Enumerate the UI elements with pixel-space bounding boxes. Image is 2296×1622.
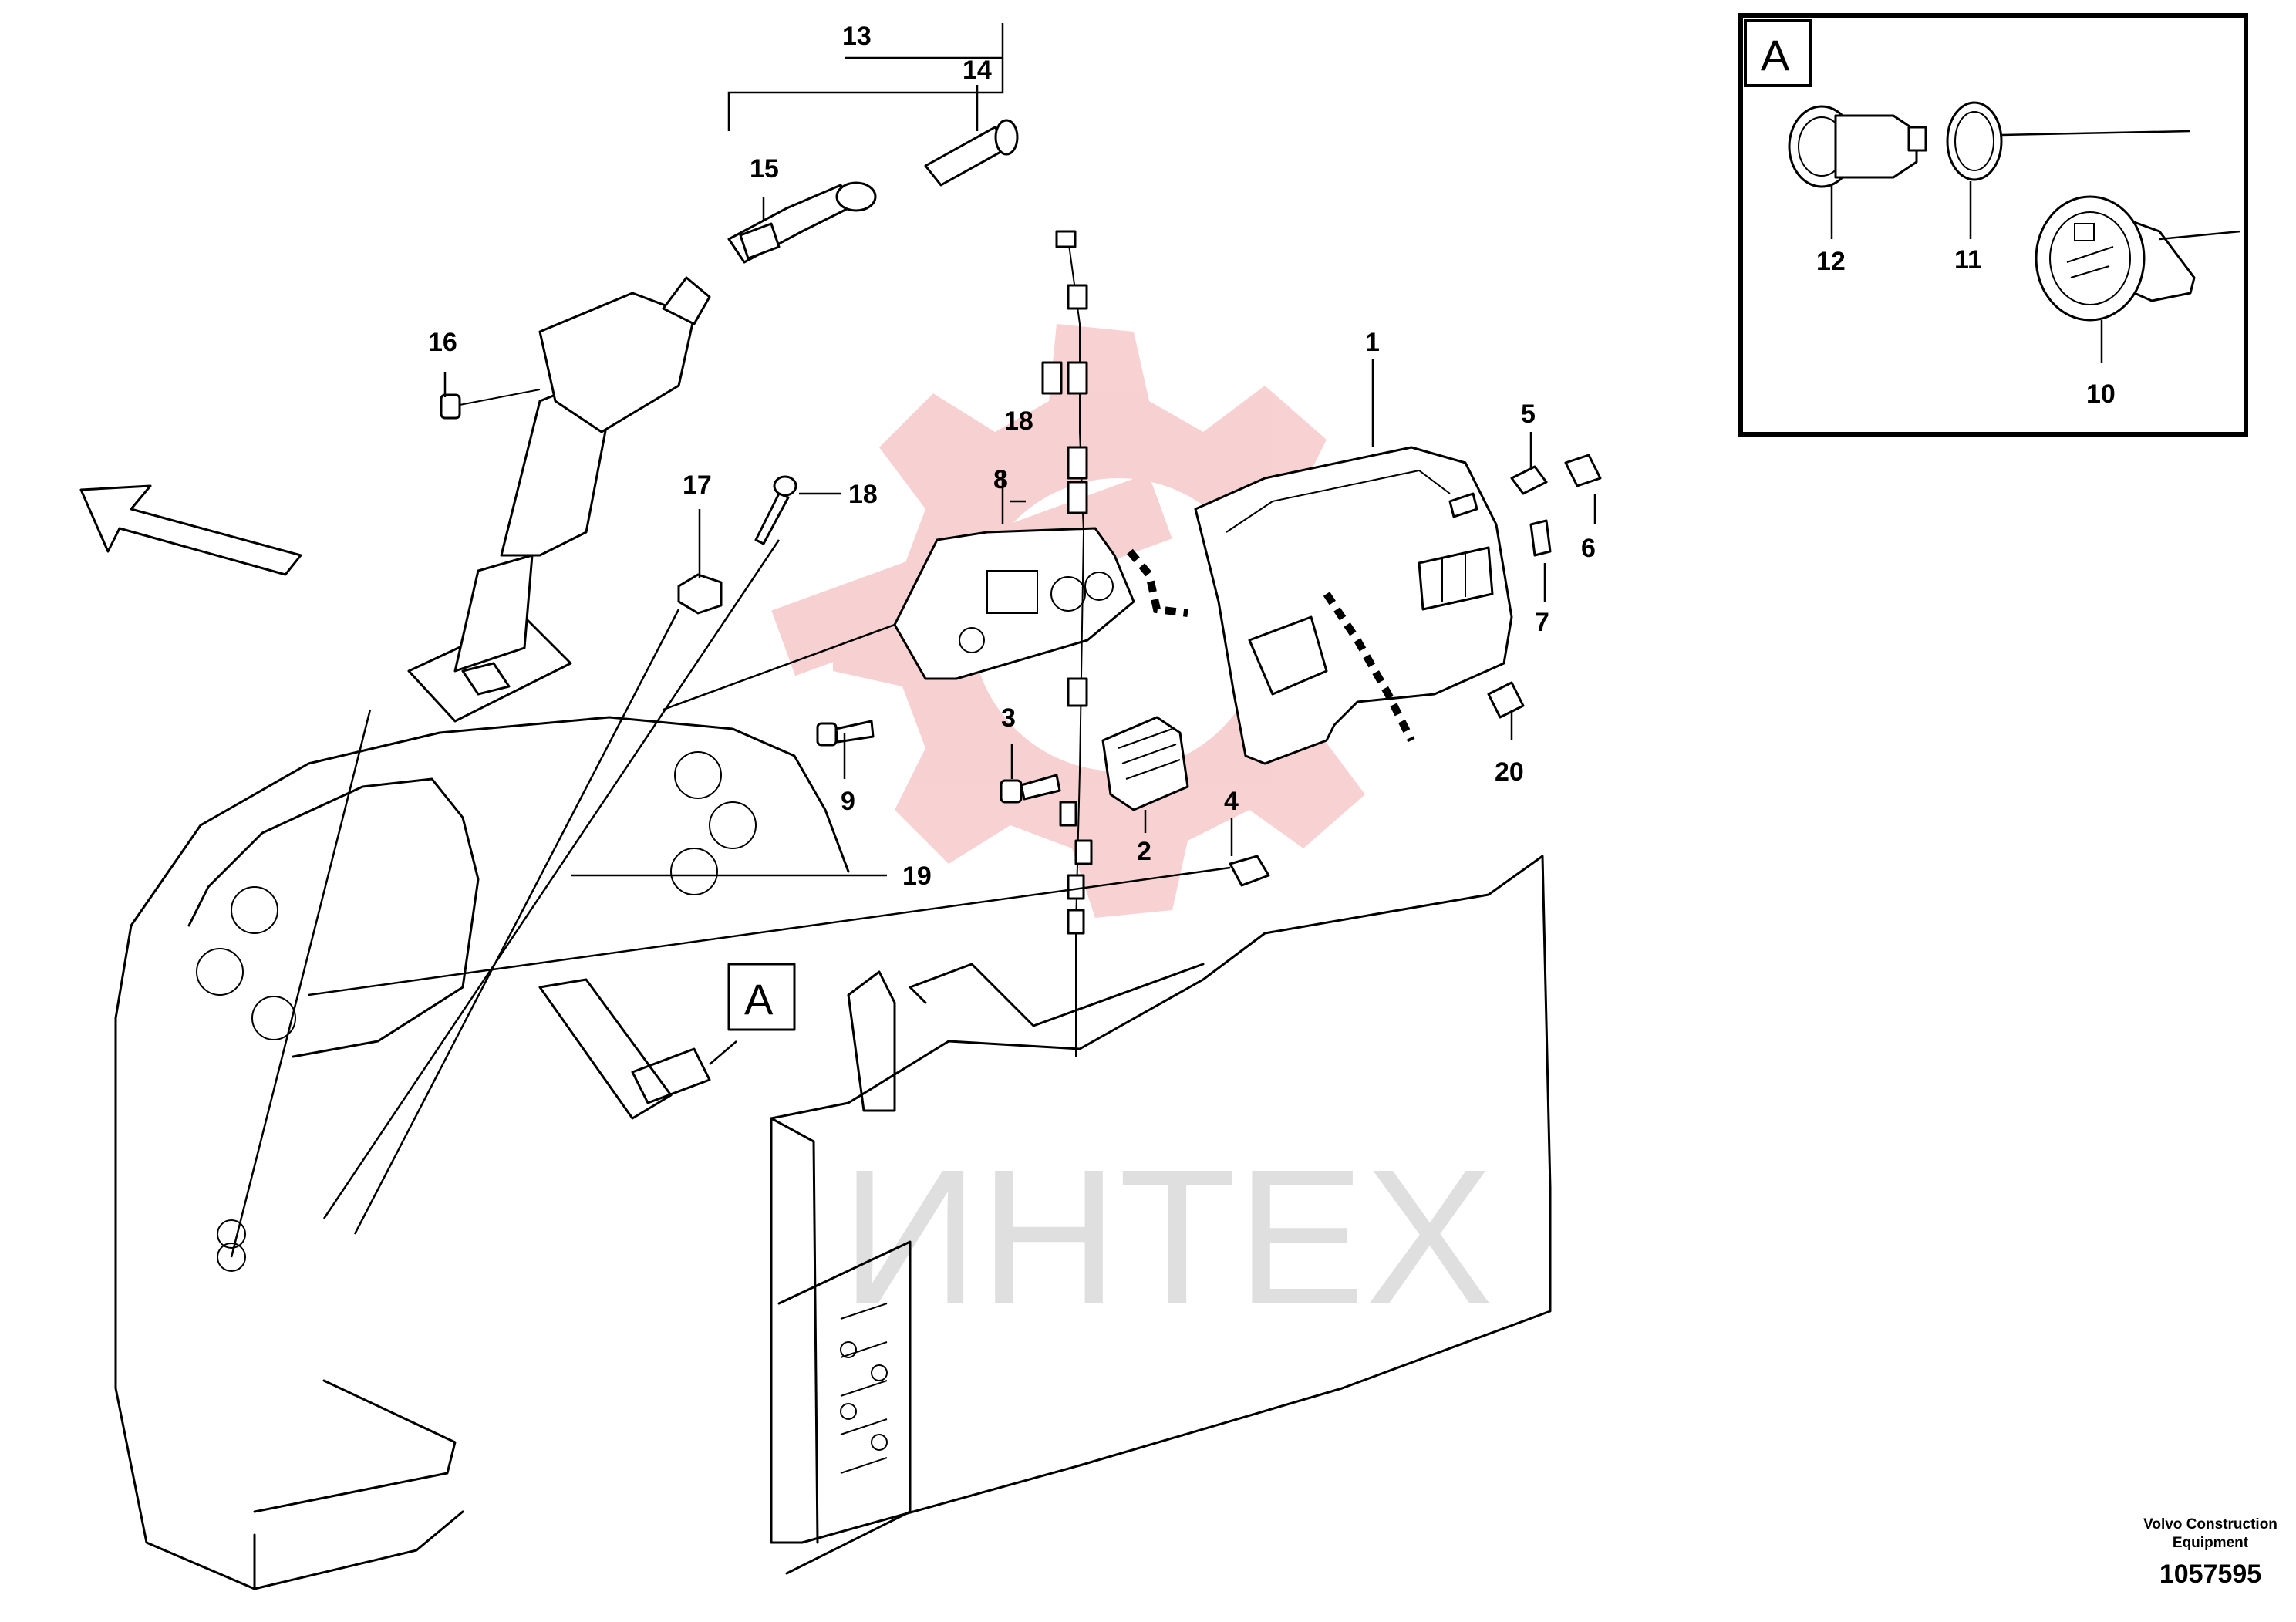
detail-marker: A [727,963,796,1031]
connector-4 [1229,855,1270,887]
callout-15: 15 [750,154,779,184]
callout-20: 20 [1495,757,1524,787]
screw-16 [440,389,541,420]
gauge-10 [2035,195,2241,363]
detail-view-a: A 12 11 10 [1738,13,2248,437]
brand-line-2: Equipment [2173,1535,2249,1551]
leader-lines [230,23,1596,1258]
callout-18-left: 18 [848,480,878,509]
ring-11 [1946,101,2191,239]
callout-13: 13 [842,22,872,51]
callout-19: 19 [902,862,932,891]
callout-6: 6 [1581,534,1596,563]
footer-branding: Volvo Construction Equipment 1057595 [2143,1516,2277,1589]
clip-17 [677,573,723,615]
callout-18-right: 18 [1004,406,1033,436]
callout-9: 9 [841,787,855,816]
cab-structure [114,716,1552,1590]
brand-line-1: Volvo Construction [2143,1516,2277,1533]
callout-8: 8 [993,465,1008,494]
instrument-cluster [893,527,1135,680]
dashed-wire [1127,548,1188,617]
steering-column [407,276,711,723]
screw-3 [1000,774,1061,804]
callout-2: 2 [1137,837,1151,866]
callout-1: 1 [1365,328,1380,357]
direction-arrow-icon [79,484,302,576]
switch-parts [1487,454,1602,719]
keypad [1101,716,1189,811]
dashed-wire-2 [1323,592,1415,743]
callout-16: 16 [428,328,457,357]
callout-5: 5 [1521,400,1536,429]
watermark-text: ИНТЕХ [841,1129,1493,1344]
callout-12: 12 [1816,247,1846,276]
callout-10: 10 [2086,379,2116,409]
callouts: 13 14 15 16 17 18 18 8 1 5 6 7 20 3 9 2 … [428,22,1596,891]
screw-18 [754,475,797,545]
socket-12 [1788,105,1927,239]
callout-11: 11 [1954,245,1982,275]
callout-7: 7 [1535,608,1549,637]
wire-harness [1041,230,1093,1057]
callout-17: 17 [683,470,712,500]
callout-4: 4 [1224,787,1239,816]
callout-3: 3 [1001,703,1016,733]
dashboard-panel [1194,446,1513,765]
detail-box-label: A [1761,31,1790,79]
drawing-number: 1057595 [2159,1560,2261,1589]
detail-marker-label: A [744,975,774,1023]
callout-14: 14 [963,56,992,85]
stalk-switch [727,119,1019,264]
